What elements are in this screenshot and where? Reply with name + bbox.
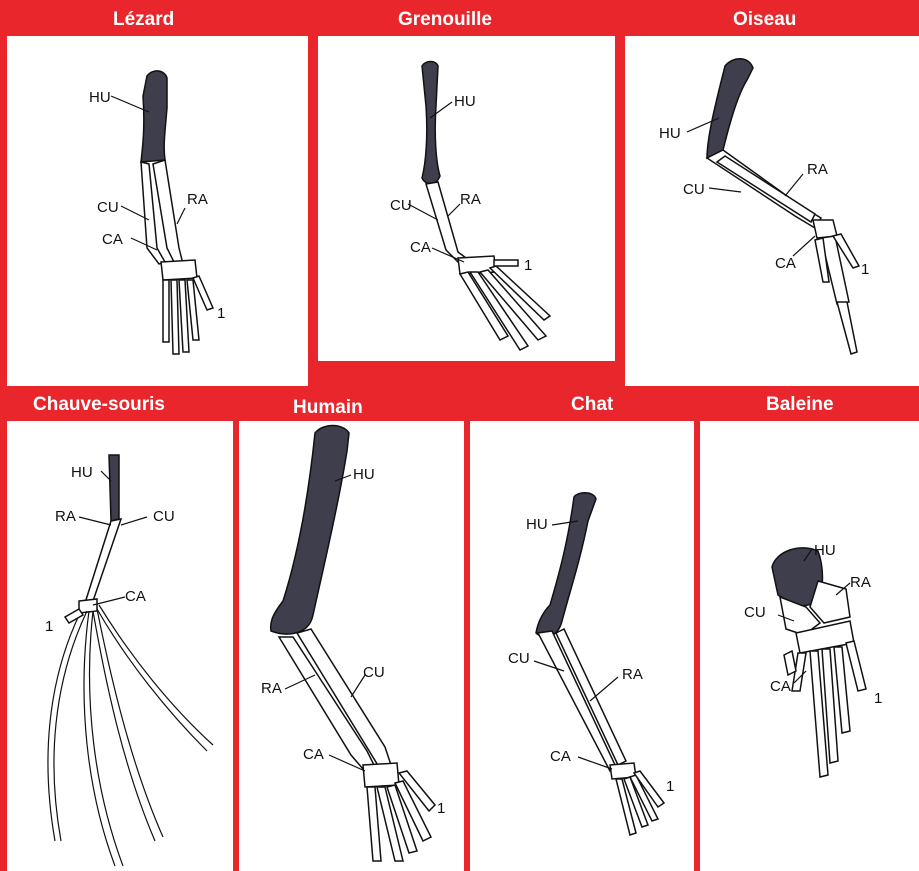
- label-ra: RA: [187, 191, 208, 208]
- humerus-bone: [109, 455, 119, 521]
- label-hu: HU: [89, 89, 111, 106]
- label-ra: RA: [261, 680, 282, 697]
- label-cu: CU: [683, 181, 705, 198]
- panel-title-chat: Chat: [571, 394, 613, 416]
- label-digit-1: 1: [45, 618, 53, 635]
- label-digit-1: 1: [874, 690, 882, 707]
- label-ra: RA: [55, 508, 76, 525]
- label-ca: CA: [550, 748, 571, 765]
- label-cu: CU: [390, 197, 412, 214]
- humerus-bone: [271, 426, 349, 634]
- humerus-bone: [422, 62, 440, 184]
- panel-chat: HU CU RA CA 1: [470, 421, 694, 871]
- radius-bone: [85, 519, 121, 603]
- chat-skeleton: HU CU RA CA 1: [470, 421, 694, 871]
- label-ca: CA: [303, 746, 324, 763]
- carpal-bones: [363, 763, 399, 787]
- label-ra: RA: [850, 574, 871, 591]
- label-digit-1: 1: [217, 305, 225, 322]
- label-ra: RA: [460, 191, 481, 208]
- label-cu: CU: [363, 664, 385, 681]
- label-digit-1: 1: [437, 800, 445, 817]
- humerus-bone: [141, 71, 167, 162]
- digit-bones: [48, 605, 213, 866]
- carpal-bones: [161, 260, 197, 280]
- label-ca: CA: [125, 588, 146, 605]
- oiseau-skeleton: HU CU RA CA 1: [625, 36, 919, 386]
- panel-title-oiseau: Oiseau: [733, 9, 796, 31]
- panel-title-baleine: Baleine: [766, 394, 834, 416]
- label-digit-1: 1: [861, 261, 869, 278]
- radius-bone: [556, 629, 626, 765]
- humain-skeleton: HU RA CU CA 1: [239, 421, 464, 871]
- carpal-bones: [79, 599, 97, 613]
- panel-title-grenouille: Grenouille: [398, 9, 492, 31]
- label-hu: HU: [659, 125, 681, 142]
- panel-baleine: HU RA CU CA 1: [700, 421, 919, 871]
- panel-lezard: HU CU RA CA 1: [7, 36, 308, 386]
- label-digit-1: 1: [666, 778, 674, 795]
- baleine-skeleton: HU RA CU CA 1: [700, 421, 919, 871]
- radius-bone: [717, 156, 815, 222]
- lezard-skeleton: HU CU RA CA 1: [7, 36, 308, 386]
- humerus-bone: [707, 59, 753, 158]
- panel-oiseau: HU CU RA CA 1: [625, 36, 919, 386]
- label-ca: CA: [102, 231, 123, 248]
- digit-bones: [616, 771, 664, 835]
- label-hu: HU: [526, 516, 548, 533]
- panel-chauve-souris: HU RA CU CA 1: [7, 421, 233, 871]
- chauve-souris-skeleton: HU RA CU CA 1: [7, 421, 233, 871]
- panel-title-lezard: Lézard: [113, 9, 174, 31]
- label-ca: CA: [775, 255, 796, 272]
- label-ra: RA: [622, 666, 643, 683]
- panel-grenouille: HU CU RA CA 1: [318, 36, 615, 361]
- label-ca: CA: [410, 239, 431, 256]
- label-hu: HU: [353, 466, 375, 483]
- panel-humain: HU RA CU CA 1: [239, 421, 464, 871]
- label-hu: HU: [71, 464, 93, 481]
- digit-bones: [460, 260, 550, 350]
- grenouille-skeleton: HU CU RA CA 1: [318, 36, 615, 361]
- label-digit-1: 1: [524, 257, 532, 274]
- label-ra: RA: [807, 161, 828, 178]
- label-cu: CU: [97, 199, 119, 216]
- panel-title-chauve-souris: Chauve-souris: [33, 394, 165, 416]
- radius-bone: [810, 581, 850, 623]
- digit-bones: [163, 276, 213, 354]
- label-ca: CA: [770, 678, 791, 695]
- digit-bones: [815, 234, 859, 354]
- label-cu: CU: [153, 508, 175, 525]
- panel-title-humain: Humain: [293, 397, 363, 419]
- digit-bones: [784, 641, 866, 777]
- label-cu: CU: [744, 604, 766, 621]
- label-hu: HU: [814, 542, 836, 559]
- label-hu: HU: [454, 93, 476, 110]
- label-cu: CU: [508, 650, 530, 667]
- humerus-bone: [536, 493, 596, 637]
